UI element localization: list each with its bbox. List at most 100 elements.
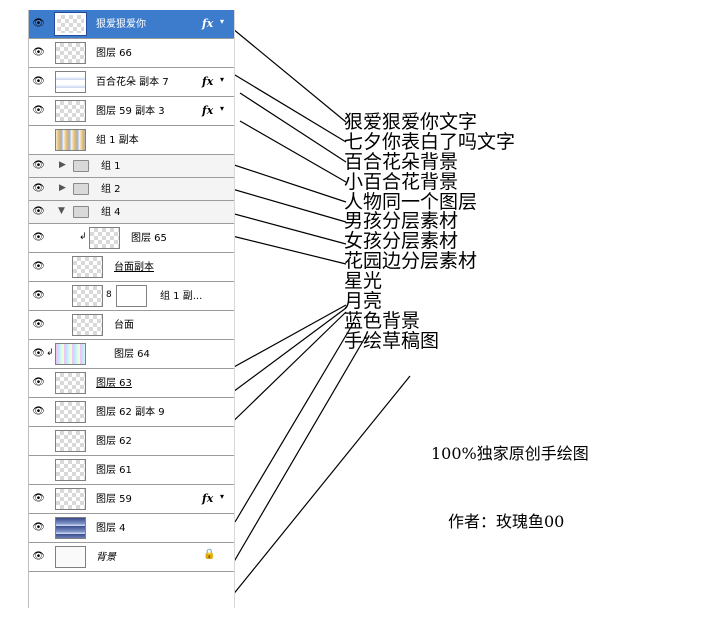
eye-icon[interactable]: 👁 [32,522,45,533]
eye-slot[interactable] [31,435,46,447]
layer-name[interactable]: 图层 4 [96,523,126,534]
layer-row[interactable]: 👁 图层 59 副本 3 fx ▾ [29,97,234,126]
leader-line [226,23,347,123]
chevron-down-icon[interactable]: ▾ [220,104,225,113]
layer-thumbnail [55,401,86,423]
leader-line [234,321,355,523]
layer-name[interactable]: 台面 [114,320,134,331]
layer-name[interactable]: 图层 61 [96,465,132,476]
fx-icon[interactable]: fx [202,492,214,505]
layer-name[interactable]: 组 1 副... [160,291,203,302]
expand-arrow-icon[interactable]: ▶ [59,160,66,170]
link-icon[interactable]: 8 [106,290,112,300]
layer-row[interactable]: 👁 百合花朵 副本 7 fx ▾ [29,68,234,97]
layer-name[interactable]: 图层 59 副本 3 [96,106,165,117]
group-name[interactable]: 组 4 [101,207,121,218]
layer-name[interactable]: 图层 65 [131,233,167,244]
fx-icon[interactable]: fx [202,104,214,117]
layer-row[interactable]: 👁 图层 63 [29,369,234,398]
eye-icon[interactable]: 👁 [32,206,45,217]
layer-row[interactable]: 👁 台面 [29,311,234,340]
eye-icon[interactable]: 👁 [32,18,45,29]
layer-thumbnail [72,314,103,336]
layer-row[interactable]: 👁 图层 4 [29,514,234,543]
eye-slot[interactable] [31,134,46,146]
annotation-label: 七夕你表白了吗文字 [344,130,516,153]
layer-name[interactable]: 狠爱狠爱你 [96,19,146,30]
layer-name[interactable]: 组 1 副本 [96,135,139,146]
layer-thumbnail [72,285,103,307]
layer-name[interactable]: 图层 62 副本 9 [96,407,165,418]
eye-icon[interactable]: 👁 [32,319,45,330]
layer-row[interactable]: 👁 ↲ 图层 65 [29,224,234,253]
eye-icon[interactable]: 👁 [32,290,45,301]
credit-author: 作者：玫瑰鱼00 [448,512,565,531]
layer-thumbnail [55,459,86,481]
layer-thumbnail [55,430,86,452]
expand-arrow-icon[interactable]: ▶ [59,183,66,193]
layer-name[interactable]: 背景 [96,552,116,563]
layer-row[interactable]: 图层 61 [29,456,234,485]
layer-mask-thumbnail[interactable] [116,285,147,307]
eye-icon[interactable]: 👁 [32,348,45,359]
eye-icon[interactable]: 👁 [32,76,45,87]
annotation-label: 星光 [344,270,383,293]
fx-icon[interactable]: fx [202,17,214,30]
group-row[interactable]: 👁 ▶ 组 2 [29,178,234,201]
folder-icon [73,160,89,172]
group-name[interactable]: 组 1 [101,161,121,172]
eye-icon[interactable]: 👁 [32,551,45,562]
chevron-down-icon[interactable]: ▾ [220,75,225,84]
credit-original: 100%独家原创手绘图 [431,444,589,463]
eye-icon[interactable]: 👁 [32,232,45,243]
annotation-label: 百合花朵背景 [344,150,459,173]
group-row[interactable]: 👁 ▼ 组 4 [29,201,234,224]
layer-row[interactable]: 👁 8 组 1 副... [29,282,234,311]
layer-row[interactable]: 👁 台面副本 [29,253,234,282]
annotation-label: 男孩分层素材 [344,210,459,233]
eye-icon[interactable]: 👁 [32,406,45,417]
annotation-label: 花园边分层素材 [344,250,478,273]
annotation-label: 小百合花背景 [344,170,459,193]
eye-icon[interactable]: 👁 [32,377,45,388]
layer-thumbnail [55,71,86,93]
layer-thumbnail [55,546,86,568]
eye-slot[interactable] [31,464,46,476]
layer-name[interactable]: 图层 62 [96,436,132,447]
layer-row[interactable]: 图层 62 [29,427,234,456]
layer-row[interactable]: 👁 图层 59 fx ▾ [29,485,234,514]
layers-panel: 👁 狠爱狠爱你 fx ▾ 👁 图层 66 👁 百合花朵 副本 7 fx ▾ 👁 … [28,10,235,608]
layer-name[interactable]: 台面副本 [114,262,154,273]
eye-icon[interactable]: 👁 [32,183,45,194]
layer-name[interactable]: 图层 63 [96,378,132,389]
layer-row[interactable]: 👁 ↲ 图层 64 [29,340,234,369]
chevron-down-icon[interactable]: ▾ [220,17,225,26]
layer-name[interactable]: 图层 59 [96,494,132,505]
clip-arrow-icon: ↲ [46,348,54,358]
eye-icon[interactable]: 👁 [32,105,45,116]
group-name[interactable]: 组 2 [101,184,121,195]
layer-row[interactable]: 👁 图层 66 [29,39,234,68]
leader-line [231,335,367,566]
eye-icon[interactable]: 👁 [32,261,45,272]
leader-line [217,311,347,437]
layer-name[interactable]: 百合花朵 副本 7 [96,77,169,88]
layer-row[interactable]: 👁 背景 🔒 [29,543,234,572]
layer-row[interactable]: 组 1 副本 [29,126,234,155]
lock-icon: 🔒 [203,549,216,560]
layer-row[interactable]: 👁 狠爱狠爱你 fx ▾ [29,10,234,39]
layer-thumbnail [55,372,86,394]
chevron-down-icon[interactable]: ▾ [220,492,225,501]
collapse-arrow-icon[interactable]: ▼ [58,206,65,216]
layer-name[interactable]: 图层 64 [114,349,150,360]
eye-icon[interactable]: 👁 [32,493,45,504]
layer-row[interactable]: 👁 图层 62 副本 9 [29,398,234,427]
annotation-list: 狠爱狠爱你文字 七夕你表白了吗文字 百合花朵背景 小百合花背景 人物同一个图层 … [344,113,515,352]
eye-icon[interactable]: 👁 [32,160,45,171]
layer-thumbnail [55,129,86,151]
eye-icon[interactable]: 👁 [32,47,45,58]
fx-icon[interactable]: fx [202,75,214,88]
layer-name[interactable]: 图层 66 [96,48,132,59]
layer-thumbnail [55,343,86,365]
group-row[interactable]: 👁 ▶ 组 1 [29,155,234,178]
